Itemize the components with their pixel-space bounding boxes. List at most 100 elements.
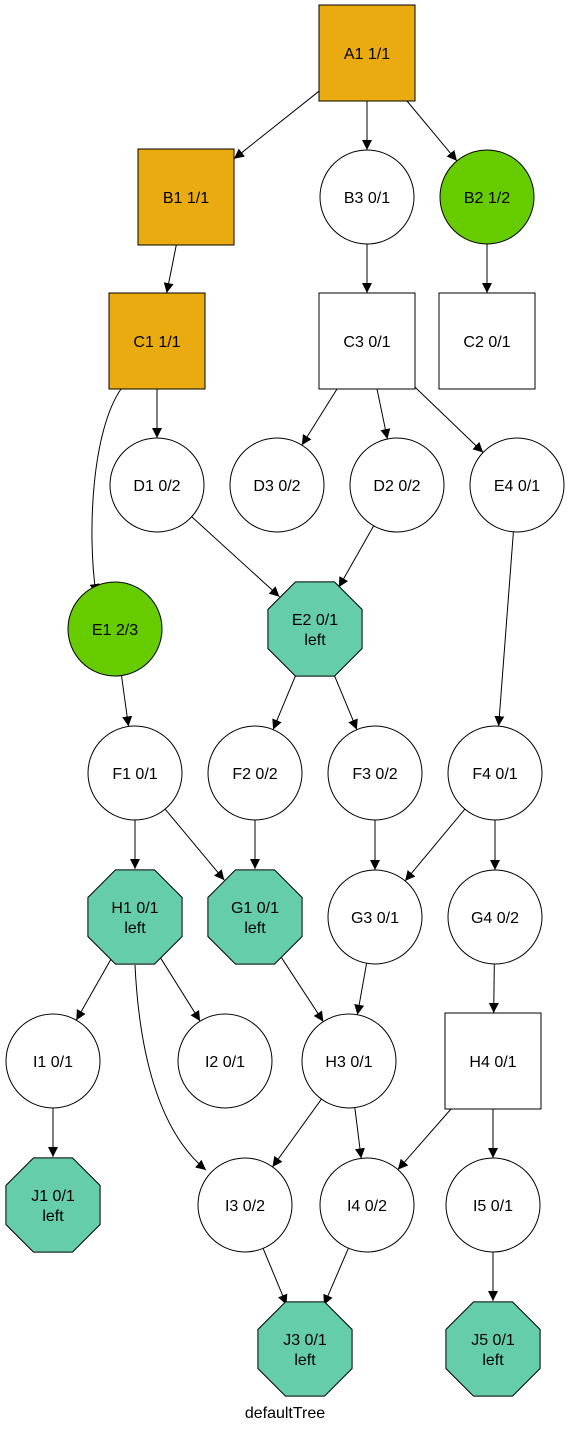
node-i2-label: I2 0/1 xyxy=(205,1054,245,1071)
edge-c3-to-d2 xyxy=(376,388,391,440)
node-g3-label: G3 0/1 xyxy=(351,910,399,927)
node-g3-circle xyxy=(327,869,423,965)
edge-f4-to-g3 xyxy=(404,808,466,882)
node-i5-circle xyxy=(445,1157,541,1253)
node-f4-circle xyxy=(447,725,543,821)
node-j3-sublabel: left xyxy=(294,1352,316,1369)
node-f3-label: F3 0/2 xyxy=(352,766,397,783)
node-j1: J1 0/1 left xyxy=(5,1157,101,1253)
node-i1-label: I1 0/1 xyxy=(33,1054,73,1071)
node-f2-label: F2 0/2 xyxy=(232,766,277,783)
node-f2: F2 0/2 xyxy=(207,725,303,821)
edge-e4-to-f4 xyxy=(494,531,514,727)
node-e2-octagon xyxy=(267,581,363,677)
node-f1-label: F1 0/1 xyxy=(112,766,157,783)
edge-e2-to-f3 xyxy=(333,673,358,730)
node-c1-label: C1 1/1 xyxy=(133,334,180,351)
node-b1-box xyxy=(137,148,235,246)
node-d3-circle xyxy=(229,437,325,533)
node-d2-circle xyxy=(349,437,445,533)
edge-a1-to-b2 xyxy=(406,100,458,162)
edge-f1-to-g1 xyxy=(164,808,225,881)
node-c2-label: C2 0/1 xyxy=(463,334,510,351)
node-j5-octagon xyxy=(445,1301,541,1397)
node-e1: E1 2/3 xyxy=(67,581,163,677)
node-j1-label: J1 0/1 xyxy=(31,1188,75,1205)
node-j1-sublabel: left xyxy=(42,1208,64,1225)
node-g4-label: G4 0/2 xyxy=(471,910,519,927)
node-j1-octagon xyxy=(5,1157,101,1253)
edge-i4-to-j3 xyxy=(323,1248,349,1306)
node-g1: G1 0/1 left xyxy=(207,869,303,965)
node-e4-label: E4 0/1 xyxy=(494,478,540,495)
node-i3: I3 0/2 xyxy=(197,1157,293,1253)
node-j5-label: J5 0/1 xyxy=(471,1332,515,1349)
node-g1-label: G1 0/1 xyxy=(231,900,279,917)
edge-d2-to-e2 xyxy=(338,525,375,588)
node-j3-octagon xyxy=(257,1301,353,1397)
node-c1: C1 1/1 xyxy=(108,292,206,390)
node-j3: J3 0/1 left xyxy=(257,1301,353,1397)
node-i1-circle xyxy=(5,1013,101,1109)
node-f2-circle xyxy=(207,725,303,821)
node-c3: C3 0/1 xyxy=(318,292,416,390)
node-a1-box xyxy=(318,4,416,102)
node-c1-box xyxy=(108,292,206,390)
node-h3-circle xyxy=(301,1013,397,1109)
node-i3-label: I3 0/2 xyxy=(225,1198,265,1215)
node-h3-label: H3 0/1 xyxy=(325,1054,372,1071)
node-c3-box xyxy=(318,292,416,390)
node-b3-circle xyxy=(319,149,415,245)
node-c3-label: C3 0/1 xyxy=(343,334,390,351)
node-b2-circle xyxy=(439,149,535,245)
edge-g4-to-h4 xyxy=(488,963,499,1014)
node-i3-circle xyxy=(197,1157,293,1253)
edge-h1-to-i1 xyxy=(75,958,112,1021)
node-i4-circle xyxy=(319,1157,415,1253)
node-h4: H4 0/1 xyxy=(444,1012,542,1110)
node-f4: F4 0/1 xyxy=(447,725,543,821)
node-h1-sublabel: left xyxy=(124,920,146,937)
node-j5-sublabel: left xyxy=(482,1352,504,1369)
node-i1: I1 0/1 xyxy=(5,1013,101,1109)
edge-h3-to-i3 xyxy=(272,1098,322,1168)
node-b3-label: B3 0/1 xyxy=(344,190,390,207)
node-d1: D1 0/2 xyxy=(109,437,205,533)
node-h4-label: H4 0/1 xyxy=(469,1054,516,1071)
node-e1-label: E1 2/3 xyxy=(92,622,138,639)
edge-c3-to-d3 xyxy=(301,388,338,446)
node-h4-box xyxy=(444,1012,542,1110)
node-j3-label: J3 0/1 xyxy=(283,1332,327,1349)
node-j5: J5 0/1 left xyxy=(445,1301,541,1397)
edge-c1-to-e1 xyxy=(89,388,122,595)
node-f3: F3 0/2 xyxy=(327,725,423,821)
diagram-caption: defaultTree xyxy=(245,1405,325,1422)
node-f1: F1 0/1 xyxy=(87,725,183,821)
edge-h1-to-i3 xyxy=(134,964,207,1171)
node-b1: B1 1/1 xyxy=(137,148,235,246)
node-f3-circle xyxy=(327,725,423,821)
node-d2: D2 0/2 xyxy=(349,437,445,533)
edge-g1-to-h3 xyxy=(280,956,324,1022)
edge-d1-to-e2 xyxy=(191,516,280,598)
node-c2: C2 0/1 xyxy=(438,292,536,390)
node-e2-sublabel: left xyxy=(304,632,326,649)
edge-h4-to-i4 xyxy=(397,1108,452,1170)
node-c2-box xyxy=(438,292,536,390)
edge-h1-to-i2 xyxy=(159,957,201,1022)
node-i5-label: I5 0/1 xyxy=(473,1198,513,1215)
node-g3: G3 0/1 xyxy=(327,869,423,965)
edge-b1-to-c1 xyxy=(163,244,177,294)
edge-g3-to-h3 xyxy=(354,963,368,1015)
node-i4-label: I4 0/2 xyxy=(347,1198,387,1215)
node-b2: B2 1/2 xyxy=(439,149,535,245)
node-b3: B3 0/1 xyxy=(319,149,415,245)
node-g4: G4 0/2 xyxy=(447,869,543,965)
node-e1-circle xyxy=(67,581,163,677)
node-e4: E4 0/1 xyxy=(469,437,565,533)
node-d3: D3 0/2 xyxy=(229,437,325,533)
node-g1-sublabel: left xyxy=(244,920,266,937)
